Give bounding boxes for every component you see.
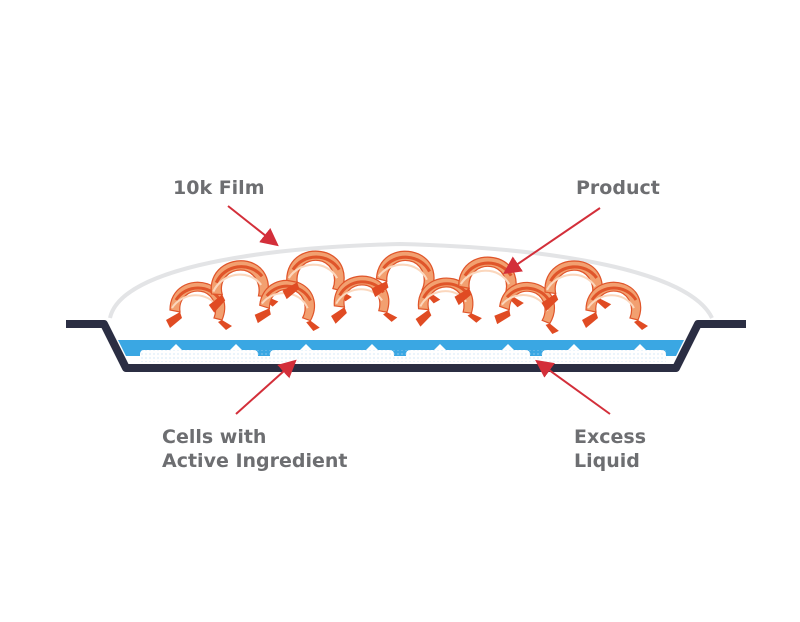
- cells-arrow: [235, 359, 297, 415]
- cells-label-line: Active Ingredient: [162, 450, 348, 472]
- liquid-drops: [170, 344, 646, 350]
- film-arrow: [227, 205, 279, 247]
- excess-arrow: [535, 359, 611, 415]
- film-label: 10k Film: [173, 177, 265, 199]
- product-arrow: [503, 207, 601, 275]
- product-label: Product: [576, 177, 660, 199]
- tray: [66, 320, 746, 372]
- excess-label-line: Excess: [574, 426, 647, 448]
- cells-label: Cells with Active Ingredient: [162, 425, 348, 473]
- excess-label-line: Liquid: [574, 450, 640, 472]
- cells-label-line: Cells with: [162, 426, 267, 448]
- active-cells: [140, 350, 666, 362]
- excess-label: Excess Liquid: [574, 425, 646, 473]
